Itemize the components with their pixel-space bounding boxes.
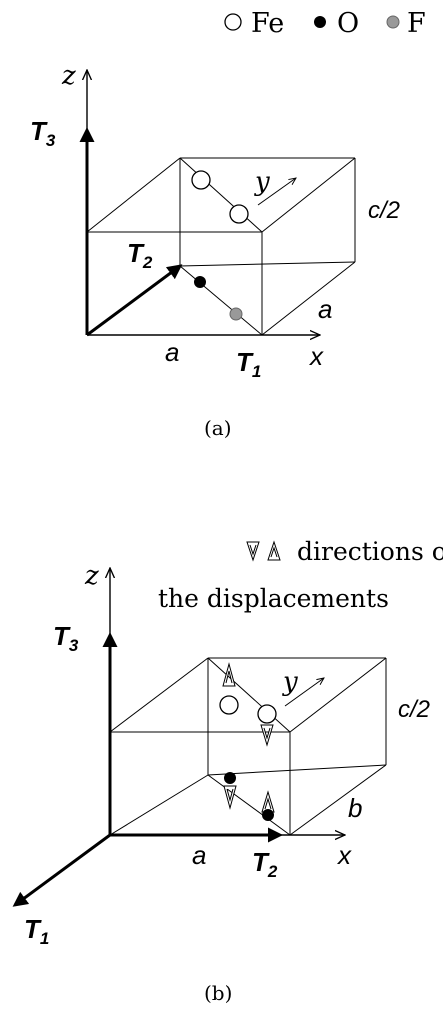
f-legend-label: F (407, 8, 426, 39)
fe-atom-b1 (219, 695, 239, 715)
axis-y-label-a: y (254, 167, 270, 197)
legend-atoms: Fe O F (224, 8, 426, 39)
o-atom-b1 (224, 772, 236, 784)
fe-atom-1 (191, 170, 211, 190)
b-side-label-b: b (348, 793, 362, 823)
t2-label-b: T2 (252, 847, 278, 881)
t1-label-a: T1 (236, 347, 261, 381)
caption-b: (b) (204, 981, 232, 1005)
displacement-legend-line1: directions of (297, 537, 443, 566)
o-legend-label: O (337, 8, 359, 39)
a-bottom-label-a: a (165, 337, 179, 367)
axis-z-label-b: z (84, 561, 99, 591)
axis-x-label-a: x (308, 341, 324, 371)
fe-atom-b2 (257, 704, 277, 724)
f-atom-1 (229, 307, 243, 321)
o-atom-1 (194, 276, 206, 288)
c-half-label-a: c/2 (368, 197, 400, 224)
axis-x-label-b: x (336, 840, 352, 870)
fe-up-arrow (222, 662, 236, 687)
panel-b: z y x T3 T2 T1 c/2 a b (b) (12, 561, 430, 1005)
fe-legend-symbol (224, 13, 242, 31)
axis-y-label-b: y (282, 667, 298, 697)
panel-a: z y x T3 T2 T1 c/2 a a (a) (30, 61, 400, 440)
c-half-label-b: c/2 (398, 696, 430, 723)
caption-a: (a) (204, 416, 232, 440)
a-bottom-label-b: a (192, 840, 206, 870)
displacement-up-icon (267, 540, 281, 561)
f-legend-symbol (386, 15, 400, 29)
fe-atom-2 (229, 204, 249, 224)
o-down-arrow (223, 785, 237, 810)
t2-label-a: T2 (127, 238, 153, 272)
t3-label-b: T3 (53, 621, 79, 655)
displacement-legend-line2: the displacements (158, 584, 389, 613)
t3-label-a: T3 (30, 116, 56, 150)
legend-displacements: directions of the displacements (158, 537, 443, 613)
axis-z-label-a: z (61, 61, 76, 91)
fe-down-arrow (260, 724, 274, 747)
fe-legend-label: Fe (251, 8, 284, 39)
o-atom-b2 (262, 809, 274, 821)
a-side-label-a: a (318, 294, 332, 324)
displacement-down-icon (246, 541, 260, 562)
o-legend-symbol (314, 16, 326, 28)
t1-label-b: T1 (24, 914, 49, 948)
